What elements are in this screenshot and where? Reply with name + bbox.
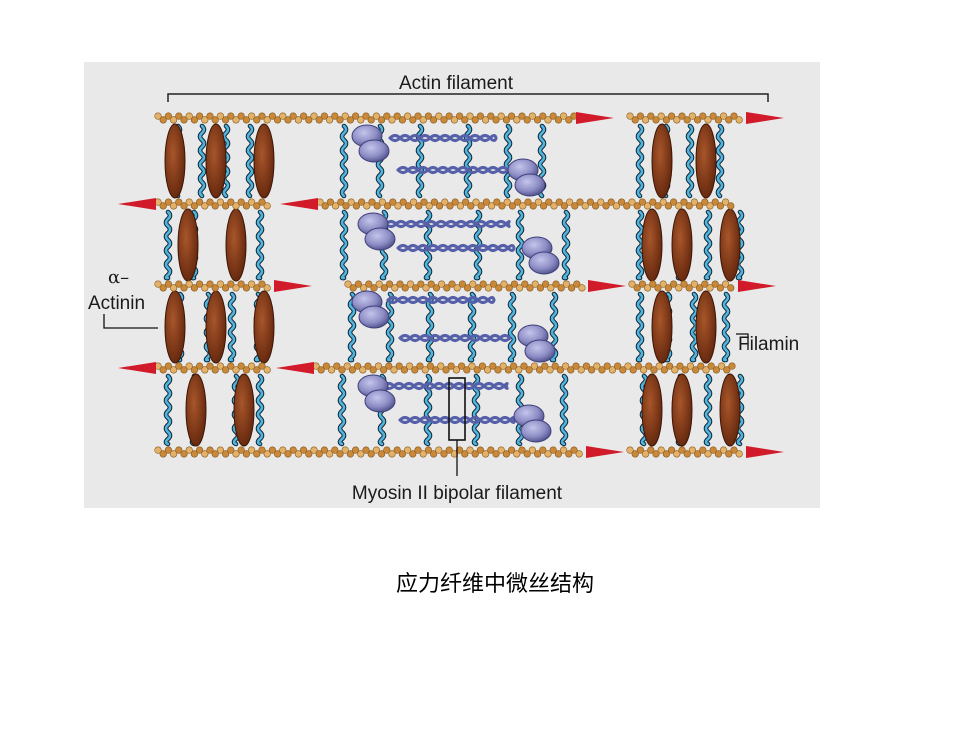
alpha-actinin-molecule: [652, 291, 672, 363]
actin-bead: [736, 451, 743, 458]
stress-fiber-diagram: Actin filament α– Actinin Filamin Myosin…: [84, 62, 820, 508]
myosin-head-lobe: [515, 174, 545, 196]
actin-bead: [579, 285, 586, 292]
actin-filament-label: Actin filament: [399, 73, 514, 94]
alpha-actinin-molecule: [226, 209, 246, 281]
alpha-actinin-molecule: [652, 124, 672, 198]
myosin-head-lobe: [359, 306, 389, 328]
actin-bead: [576, 451, 583, 458]
myosin-head-lobe: [365, 228, 395, 250]
actin-bead: [728, 203, 735, 210]
alpha-actinin-molecule: [696, 124, 716, 198]
alpha-prefix-label: α–: [108, 267, 129, 288]
myosin-head-lobe: [521, 420, 551, 442]
myosin-head-lobe: [525, 340, 555, 362]
myosin-head-lobe: [359, 140, 389, 162]
actin-bead: [264, 285, 271, 292]
alpha-actinin-molecule: [696, 291, 716, 363]
myosin-bipolar-filament-label: Myosin II bipolar filament: [352, 483, 563, 504]
actinin-label: Actinin: [88, 293, 145, 314]
alpha-actinin-molecule: [642, 374, 662, 446]
myosin-head-lobe: [529, 252, 559, 274]
alpha-actinin-molecule: [165, 124, 185, 198]
alpha-actinin-molecule: [642, 209, 662, 281]
filamin-label: Filamin: [738, 334, 799, 355]
alpha-actinin-molecule: [206, 291, 226, 363]
alpha-actinin-molecule: [234, 374, 254, 446]
alpha-actinin-molecule: [206, 124, 226, 198]
alpha-actinin-molecule: [254, 124, 274, 198]
alpha-actinin-molecule: [720, 209, 740, 281]
alpha-actinin-molecule: [165, 291, 185, 363]
actin-bead: [264, 367, 271, 374]
alpha-actinin-molecule: [672, 209, 692, 281]
actin-bead: [728, 285, 735, 292]
actin-bead: [729, 363, 736, 370]
alpha-actinin-molecule: [254, 291, 274, 363]
alpha-actinin-molecule: [672, 374, 692, 446]
myosin-head-lobe: [365, 390, 395, 412]
alpha-actinin-molecule: [178, 209, 198, 281]
alpha-actinin-molecule: [186, 374, 206, 446]
actin-bead: [264, 203, 271, 210]
figure-caption: 应力纤维中微丝结构: [0, 566, 980, 598]
actin-bead: [736, 117, 743, 124]
alpha-actinin-molecule: [720, 374, 740, 446]
